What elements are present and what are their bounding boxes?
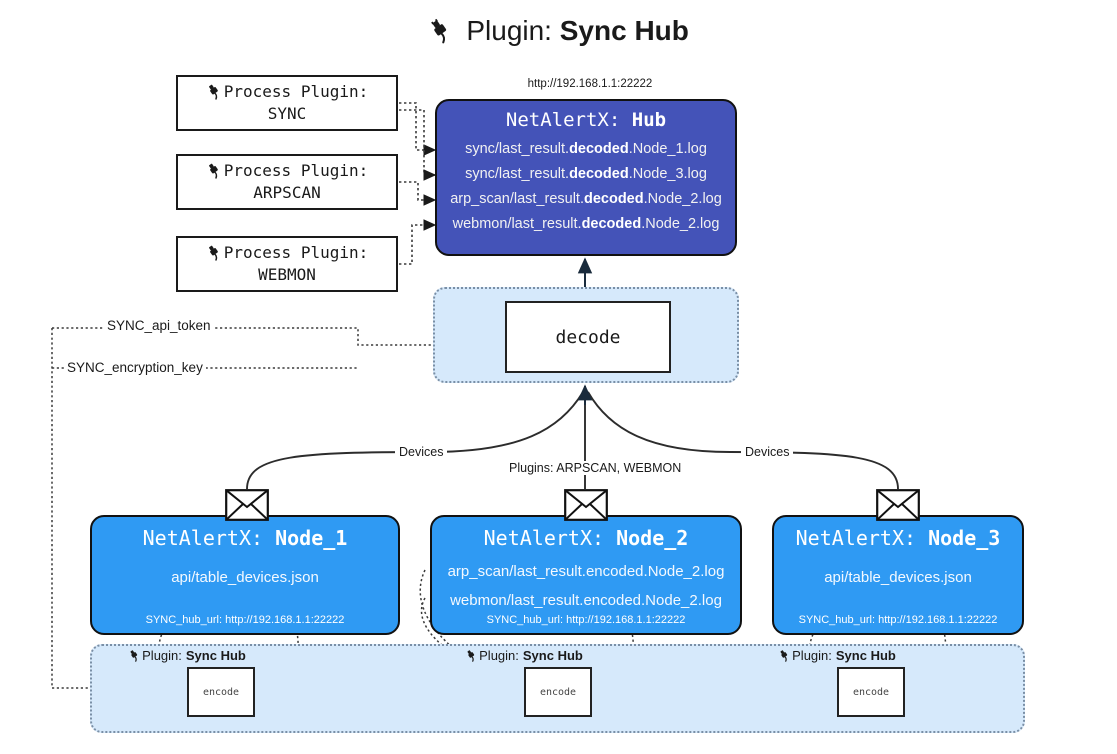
encode-box[interactable]: encode [187, 667, 255, 717]
envelope-icon [876, 489, 920, 521]
hub-file-post: .Node_3.log [628, 165, 707, 182]
page-title-prefix: Plugin: [466, 15, 560, 46]
envelope-icon [564, 489, 608, 521]
hub-file-bold: decoded [569, 165, 629, 182]
hub-file-pre: arp_scan/last_result. [450, 190, 584, 207]
edge-sync-to-hub [399, 102, 437, 156]
hub-file-post: .Node_1.log [628, 141, 707, 157]
process-plugin-label: Process Plugin: [223, 243, 369, 263]
node-line: arp_scan/last_result.encoded.Node_2.log [447, 563, 725, 580]
encode-box[interactable]: encode [837, 667, 905, 717]
hub-file-post: .Node_2.log [643, 190, 722, 207]
node-hub-url: SYNC_hub_url: http://192.168.1.1:22222 [486, 614, 686, 626]
hub-file-pre: sync/last_result. [465, 141, 570, 157]
process-plugin-label: Process Plugin: [223, 161, 369, 181]
encode-box[interactable]: encode [524, 667, 592, 717]
node-lines: api/table_devices.json [774, 564, 1022, 593]
hub-title-name: Hub [631, 109, 667, 131]
node-hub-url: SYNC_hub_url: http://192.168.1.1:22222 [798, 614, 998, 626]
node-line: api/table_devices.json [171, 569, 319, 586]
encode-group-prefix: Plugin: [142, 648, 182, 663]
encode-group-label: Plugin:Sync Hub [778, 648, 896, 663]
node-title-prefix: NetAlertX: [795, 526, 929, 550]
hub-file-pre: sync/last_result. [465, 165, 570, 182]
hub-file-row: webmon/last_result.decoded.Node_2.log [437, 212, 735, 237]
node-lines: api/table_devices.json [92, 564, 398, 593]
process-plugin-label: Process Plugin: [223, 82, 369, 102]
encode-group-name: Sync Hub [185, 648, 246, 663]
edge-label-devices-right: Devices [741, 445, 794, 459]
hub-file-row: sync/last_result.decoded.Node_1.log [437, 137, 735, 162]
sync-api-token-label: SYNC_api_token [104, 318, 214, 333]
node-box-node-1[interactable]: NetAlertX: Node_1 api/table_devices.json… [90, 515, 400, 635]
node-lines: arp_scan/last_result.encoded.Node_2.log … [432, 558, 740, 615]
sync-encryption-key-label: SYNC_encryption_key [64, 360, 206, 375]
page-title-name: Sync Hub [559, 15, 689, 46]
process-plugin-name: ARPSCAN [253, 183, 321, 202]
node-line: api/table_devices.json [824, 569, 972, 586]
hub-file-row: arp_scan/last_result.decoded.Node_2.log [437, 187, 735, 212]
envelope-icon [225, 489, 269, 521]
encode-group-prefix: Plugin: [479, 648, 519, 663]
process-plugin-name: WEBMON [258, 265, 316, 284]
node-title-name: Node_3 [928, 526, 1001, 550]
hub-node[interactable]: NetAlertX: Hub sync/last_result.decoded.… [435, 99, 737, 256]
hub-title-prefix: NetAlertX: [505, 109, 632, 131]
encode-group-label: Plugin:Sync Hub [465, 648, 583, 663]
encode-plugin-container: Plugin:Sync Hub encode Plugin:Sync Hub e… [90, 644, 1025, 733]
encode-group-label: Plugin:Sync Hub [128, 648, 246, 663]
hub-file-row: sync/last_result.decoded.Node_3.log [437, 162, 735, 187]
node-title-name: Node_1 [275, 526, 348, 550]
edge-label-plugins: Plugins: ARPSCAN, WEBMON [505, 461, 686, 475]
encode-group-name: Sync Hub [522, 648, 583, 663]
hub-file-post: .Node_2.log [641, 215, 720, 232]
node-hub-url: SYNC_hub_url: http://192.168.1.1:22222 [145, 614, 345, 626]
process-plugin-webmon[interactable]: Process Plugin: WEBMON [176, 236, 398, 292]
hub-title: NetAlertX: Hub [437, 109, 735, 131]
edge-sync-to-hub-2 [399, 109, 437, 181]
hub-file-bold: decoded [583, 190, 644, 207]
node-title-prefix: NetAlertX: [483, 526, 617, 550]
decode-container: decode [433, 287, 739, 383]
plug-icon [428, 16, 461, 46]
node-title-prefix: NetAlertX: [142, 526, 276, 550]
edge-webmon-to-hub [399, 219, 437, 265]
plug-icon [778, 649, 791, 663]
encode-group-prefix: Plugin: [792, 648, 832, 663]
plug-icon [206, 243, 223, 263]
node-box-node-3[interactable]: NetAlertX: Node_3 api/table_devices.json… [772, 515, 1024, 635]
node-title: NetAlertX: Node_1 [92, 526, 398, 550]
process-plugin-name: SYNC [267, 104, 307, 123]
decode-box[interactable]: decode [505, 301, 671, 373]
edge-arpscan-to-hub [399, 181, 437, 206]
hub-file-pre: webmon/last_result. [452, 215, 582, 232]
node-line: webmon/last_result.encoded.Node_2.log [450, 591, 722, 609]
hub-file-bold: decoded [581, 215, 642, 232]
node-title-name: Node_2 [616, 526, 689, 550]
node-title: NetAlertX: Node_2 [432, 526, 740, 550]
process-plugin-arpscan[interactable]: Process Plugin: ARPSCAN [176, 154, 398, 210]
hub-file-bold: decoded [569, 141, 629, 157]
encode-group-name: Sync Hub [835, 648, 896, 663]
hub-url-label: http://192.168.1.1:22222 [527, 78, 653, 90]
edge-label-devices-left: Devices [395, 445, 448, 459]
plug-icon [128, 649, 141, 663]
plug-icon [206, 161, 223, 181]
plug-icon [206, 82, 223, 102]
node-title: NetAlertX: Node_3 [774, 526, 1022, 550]
process-plugin-sync[interactable]: Process Plugin: SYNC [176, 75, 398, 131]
node-box-node-2[interactable]: NetAlertX: Node_2 arp_scan/last_result.e… [430, 515, 742, 635]
plug-icon [465, 649, 478, 663]
page-title: Plugin: Sync Hub [0, 14, 1117, 48]
